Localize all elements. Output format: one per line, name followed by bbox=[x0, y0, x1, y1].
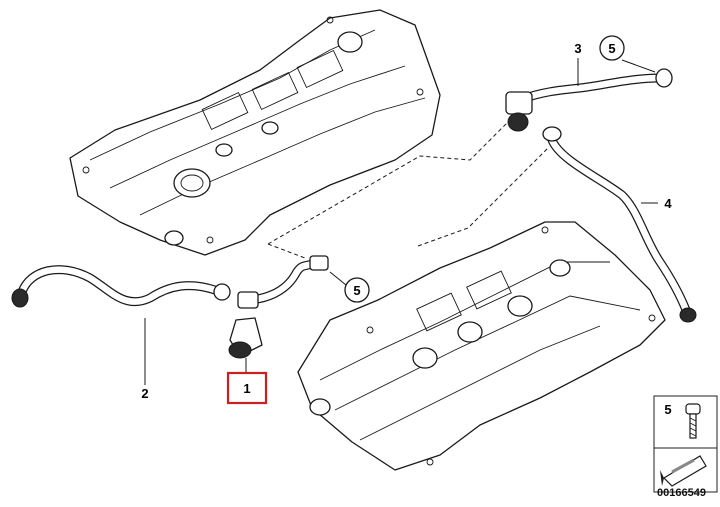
hose-4 bbox=[542, 126, 697, 323]
svg-text:4: 4 bbox=[664, 196, 672, 211]
svg-text:2: 2 bbox=[141, 386, 148, 401]
document-number: 00166549 bbox=[657, 487, 706, 499]
dash-line-hose1 bbox=[267, 243, 306, 259]
screw-icon bbox=[685, 403, 701, 439]
leader-5b bbox=[621, 59, 656, 73]
dash-line-lower bbox=[417, 147, 549, 247]
callout-part-5a: 5 bbox=[344, 277, 370, 303]
svg-text:5: 5 bbox=[608, 41, 615, 56]
part-1-vent-valve bbox=[228, 255, 329, 359]
hose-3 bbox=[505, 68, 673, 132]
leader-5a bbox=[329, 271, 347, 286]
valve-cover-upper bbox=[69, 9, 441, 256]
hose-2 bbox=[11, 265, 231, 308]
callout-part-5b: 5 bbox=[599, 35, 625, 61]
callout-part-1: 1 bbox=[226, 371, 268, 405]
dash-line-upper bbox=[267, 111, 519, 245]
tool-arrow-icon bbox=[660, 455, 707, 487]
callout-part-4: 4 bbox=[664, 196, 672, 211]
legend-box: 5 bbox=[653, 395, 718, 493]
svg-text:1: 1 bbox=[243, 381, 250, 396]
svg-text:5: 5 bbox=[664, 402, 671, 417]
svg-text:5: 5 bbox=[353, 283, 360, 298]
callout-part-3: 3 bbox=[574, 41, 581, 56]
valve-cover-lower bbox=[297, 221, 666, 471]
svg-text:3: 3 bbox=[574, 41, 581, 56]
callout-part-2: 2 bbox=[141, 386, 148, 401]
